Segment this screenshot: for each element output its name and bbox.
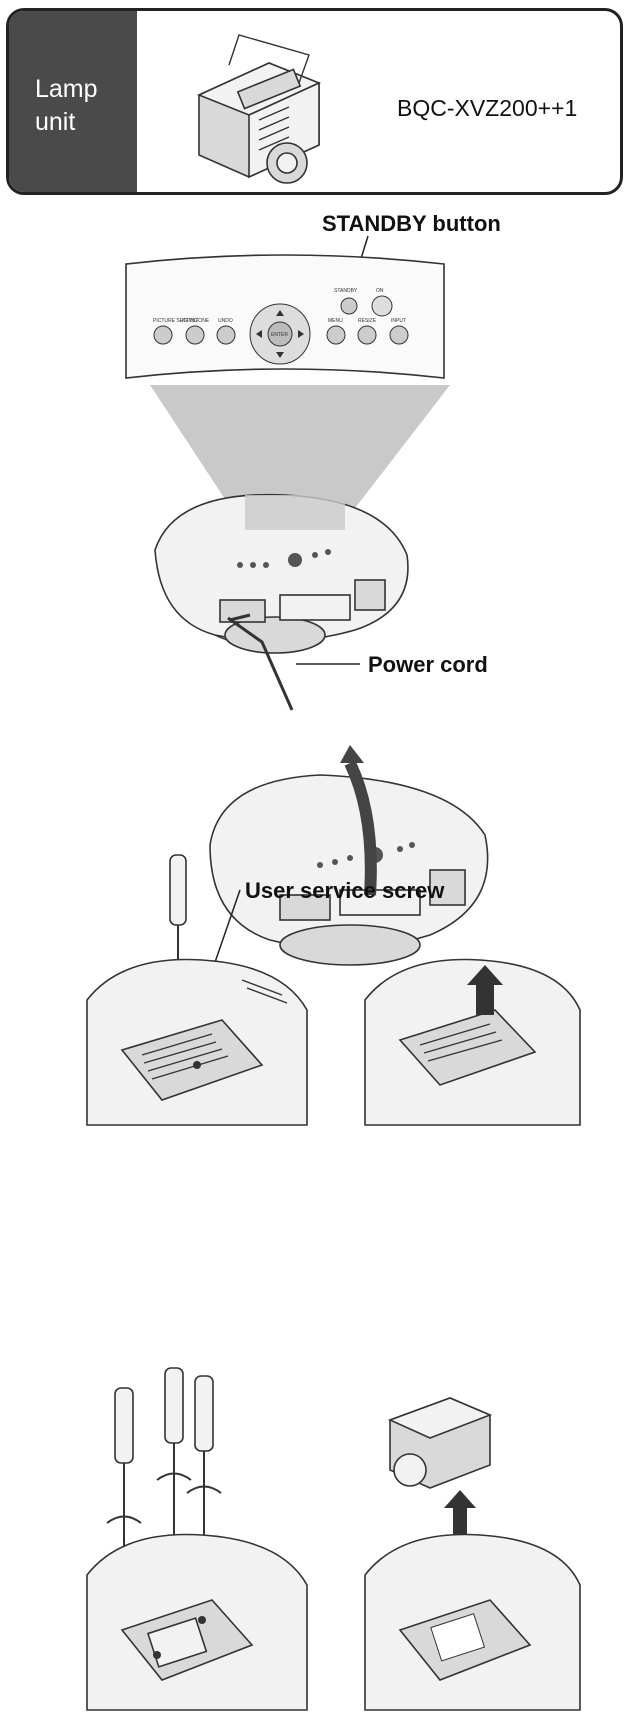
lamp-cover-illustration-left	[82, 940, 312, 1125]
screw-leader-line	[0, 0, 631, 1100]
lamp-removal-illustration	[360, 1380, 585, 1710]
lamp-cover-illustration-right	[360, 940, 585, 1125]
lamp-screws-illustration	[82, 1520, 312, 1710]
